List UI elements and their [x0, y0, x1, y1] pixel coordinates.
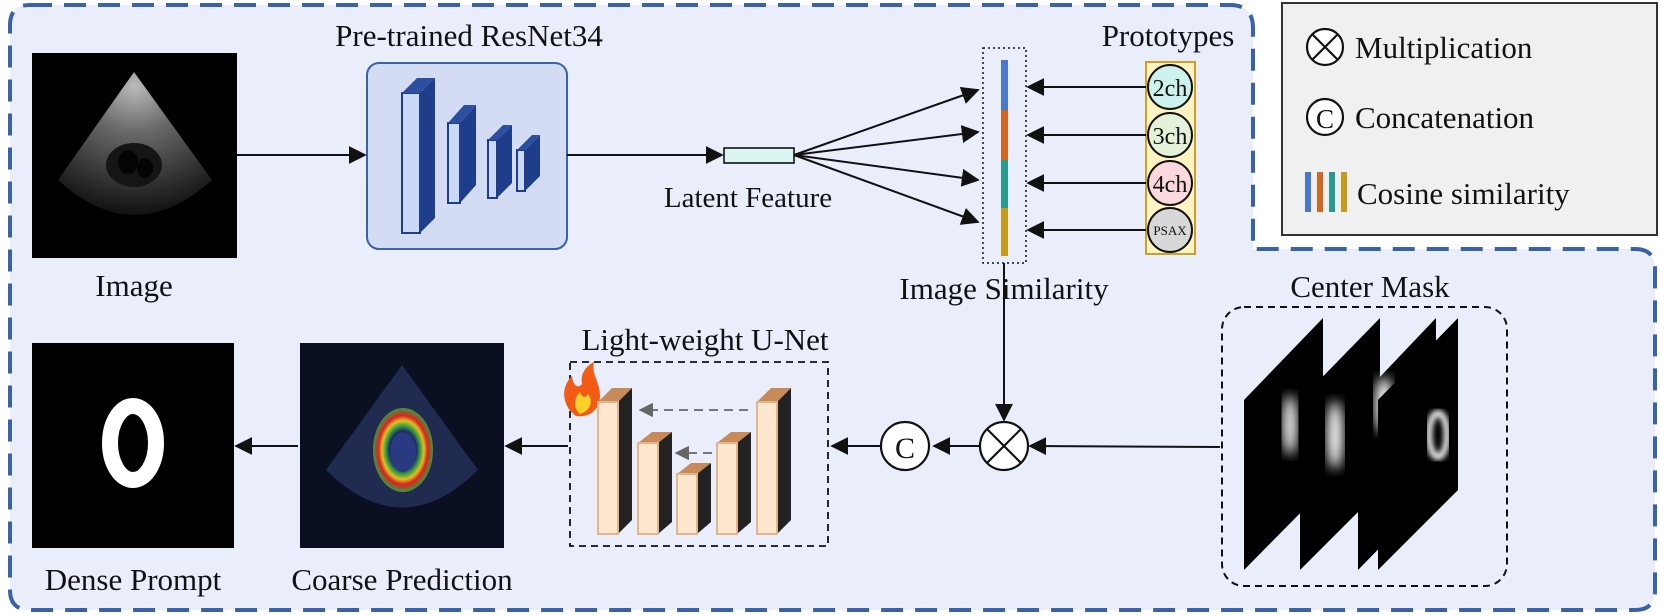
- svg-text:PSAX: PSAX: [1153, 223, 1187, 238]
- prototype-3ch: 3ch: [1147, 112, 1193, 158]
- prototype-psax: PSAX: [1147, 207, 1193, 253]
- latent-label: Latent Feature: [664, 182, 832, 214]
- unet-bars: [597, 388, 791, 535]
- multiply-op-icon: [978, 420, 1030, 472]
- input-image: [32, 53, 237, 258]
- prototype-4ch: 4ch: [1147, 160, 1193, 206]
- svg-text:C: C: [895, 432, 915, 465]
- coarse-prediction-label: Coarse Prediction: [291, 562, 513, 597]
- svg-text:2ch: 2ch: [1153, 76, 1188, 102]
- resnet-encoder: [366, 62, 568, 250]
- latent-feature-bar: [723, 147, 795, 164]
- concat-op-icon: C: [879, 420, 931, 472]
- image-similarity-vector: [982, 47, 1027, 264]
- skip-connections: [638, 402, 748, 461]
- legend-multiplication: Multiplication: [1355, 30, 1533, 65]
- concatenation-icon: C: [1305, 97, 1345, 137]
- dense-prompt-label: Dense Prompt: [45, 562, 222, 597]
- svg-text:3ch: 3ch: [1153, 124, 1188, 150]
- prototypes-label: Prototypes: [1102, 18, 1235, 53]
- legend-concatenation: Concatenation: [1355, 100, 1535, 135]
- center-mask-stack: [1244, 318, 1458, 570]
- legend: Multiplication C Concatenation Cosine si…: [1281, 2, 1658, 236]
- fan-arrows: [793, 86, 980, 225]
- fire-icon: [564, 362, 600, 417]
- arrow-mask-multiply: [1028, 437, 1221, 456]
- cosine-similarity-icon: [1305, 172, 1347, 212]
- center-mask-box: [1221, 306, 1508, 587]
- prototype-arrows: [1026, 78, 1146, 239]
- unet-box: [569, 361, 829, 547]
- prototype-2ch: 2ch: [1147, 64, 1193, 110]
- resnet-label: Pre-trained ResNet34: [335, 18, 603, 53]
- legend-cosine: Cosine similarity: [1357, 176, 1570, 211]
- dense-prompt-image: [32, 343, 234, 548]
- coarse-prediction-image: [300, 343, 504, 548]
- concat-glyph: C: [1316, 104, 1334, 134]
- unet-label: Light-weight U-Net: [581, 322, 828, 357]
- center-mask-label: Center Mask: [1290, 269, 1450, 304]
- image-label: Image: [95, 268, 172, 303]
- multiplication-icon: [1305, 27, 1345, 67]
- svg-text:4ch: 4ch: [1153, 172, 1188, 198]
